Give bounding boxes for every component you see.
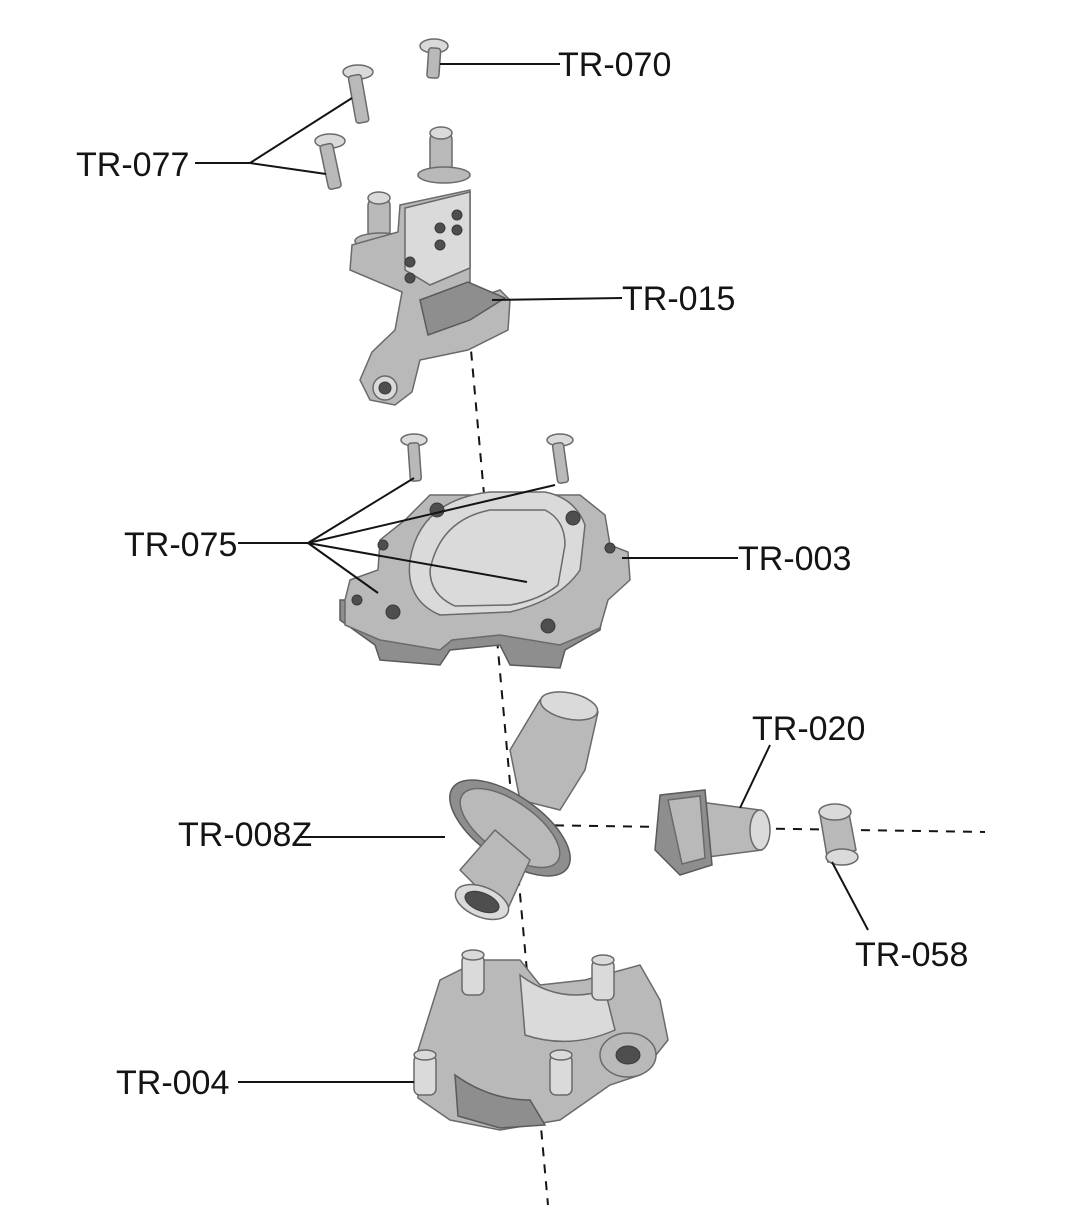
label-tr058: TR-058 <box>855 936 968 974</box>
label-tr075: TR-075 <box>124 526 237 564</box>
part-tr077-screws <box>314 64 374 190</box>
leader-tr075-c <box>307 484 556 544</box>
label-tr070: TR-070 <box>558 46 671 84</box>
leader-tr015 <box>491 297 623 301</box>
leader-tr075-e <box>307 542 379 594</box>
part-tr058-bearing <box>818 803 859 866</box>
label-tr077: TR-077 <box>76 146 189 184</box>
leader-lines <box>195 63 869 1083</box>
part-tr003-upper-housing <box>339 491 631 669</box>
part-tr004-lower-housing <box>413 949 669 1131</box>
part-tr008z-differential <box>449 691 599 921</box>
part-tr015-bracket <box>349 126 511 406</box>
part-tr070-screw <box>419 38 449 79</box>
label-tr020: TR-020 <box>752 710 865 748</box>
leader-tr075-b <box>307 477 415 544</box>
part-labels: TR-070 TR-077 TR-015 TR-075 TR-003 TR-02… <box>76 46 968 1102</box>
label-tr008z: TR-008Z <box>178 816 312 854</box>
leader-tr020 <box>739 744 771 809</box>
part-tr020-pinion-gear <box>654 789 771 876</box>
leader-tr077-b <box>249 162 327 175</box>
label-tr015: TR-015 <box>622 280 735 318</box>
leader-tr075-d <box>307 542 528 583</box>
label-tr003: TR-003 <box>738 540 851 578</box>
leader-tr058 <box>831 861 869 931</box>
label-tr004: TR-004 <box>116 1064 229 1102</box>
